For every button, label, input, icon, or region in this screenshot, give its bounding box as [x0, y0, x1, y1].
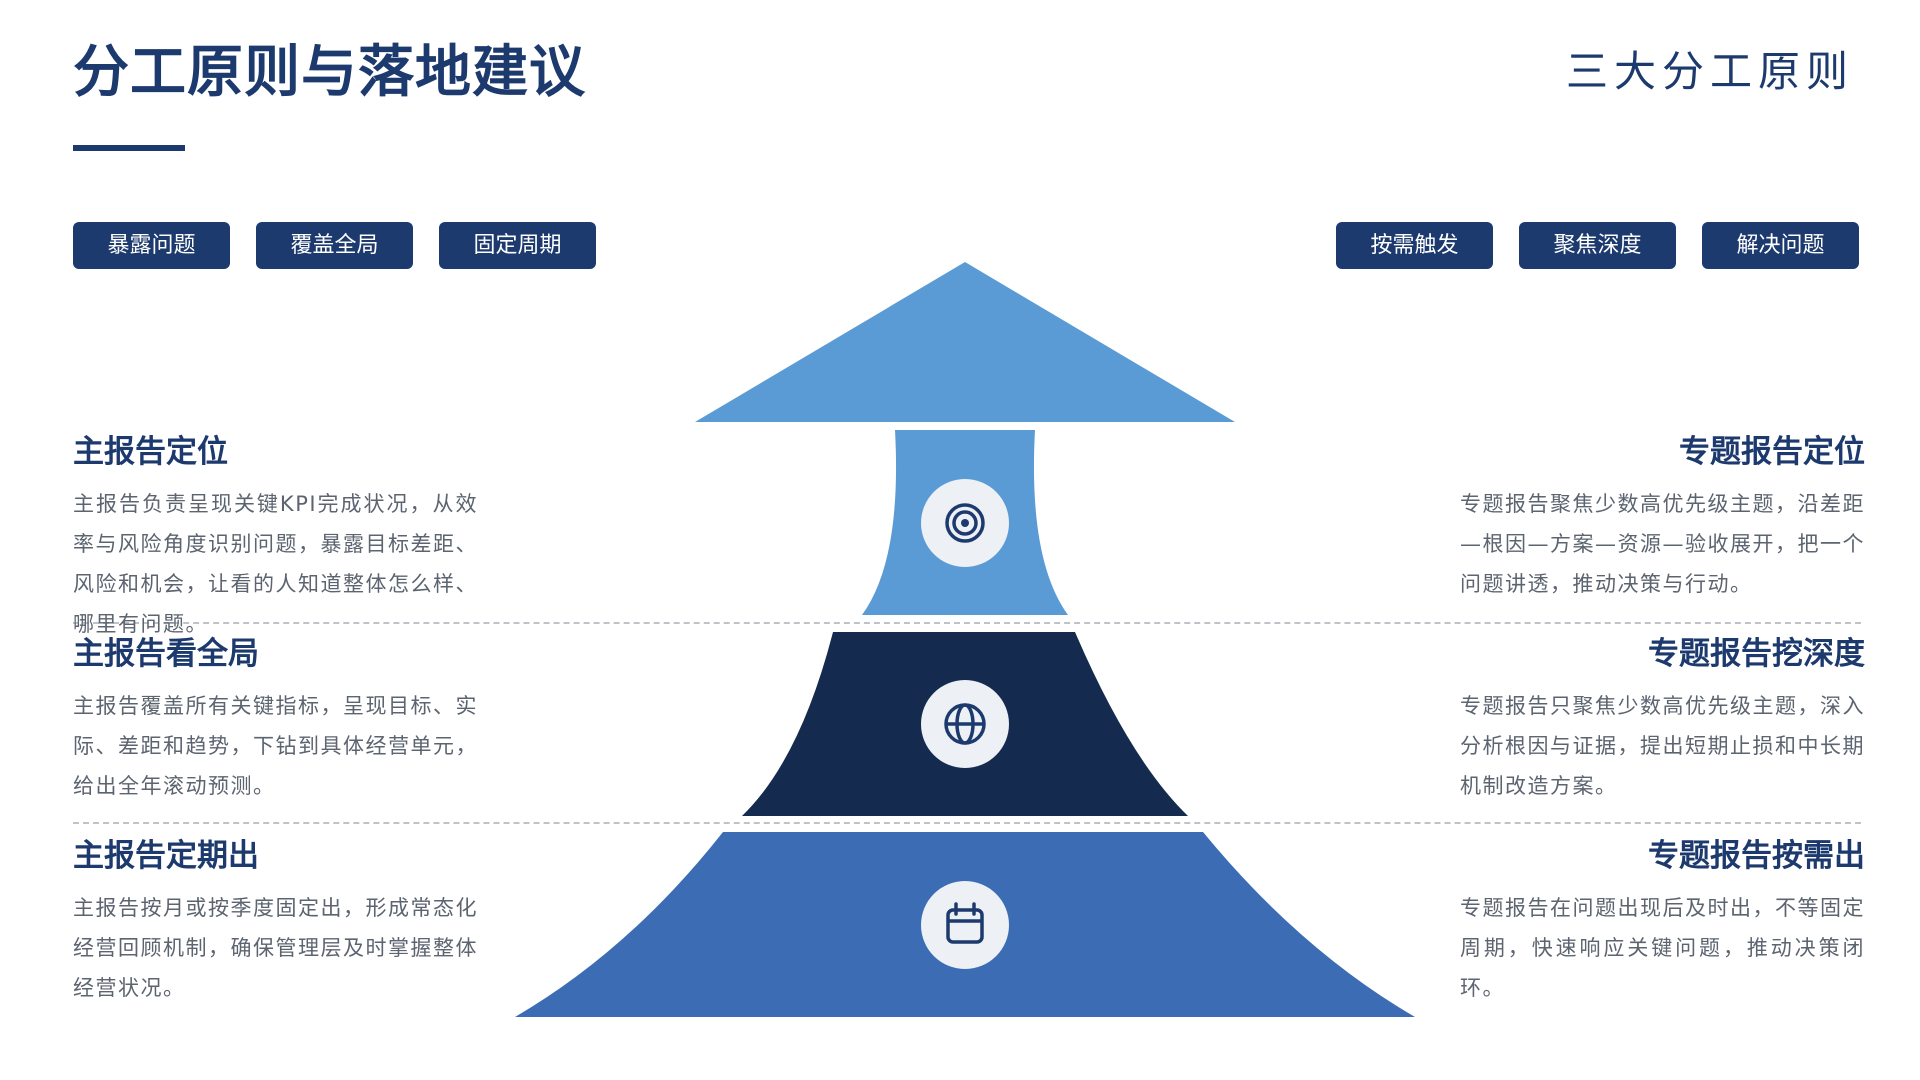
tag-solve-problems[interactable]: 解决问题: [1702, 222, 1859, 269]
left-section-3-title: 主报告定期出: [73, 838, 259, 874]
left-section-1-title: 主报告定位: [73, 434, 228, 470]
tag-fixed-cycle[interactable]: 固定周期: [439, 222, 596, 269]
title-underline: [73, 145, 185, 151]
calendar-icon: [921, 881, 1009, 969]
tag-on-demand[interactable]: 按需触发: [1336, 222, 1493, 269]
tag-expose-issues[interactable]: 暴露问题: [73, 222, 230, 269]
right-section-3-text: 专题报告在问题出现后及时出，不等固定周期，快速响应关键问题，推动决策闭环。: [1460, 896, 1865, 1000]
left-section-3-text: 主报告按月或按季度固定出，形成常态化经营回顾机制，确保管理层及时掌握整体经营状况…: [73, 896, 478, 1000]
right-section-1-text: 专题报告聚焦少数高优先级主题，沿差距—根因—方案—资源—验收展开，把一个问题讲透…: [1460, 492, 1865, 596]
page-title: 分工原则与落地建议: [73, 40, 586, 105]
globe-icon: [921, 680, 1009, 768]
tag-cover-overall[interactable]: 覆盖全局: [256, 222, 413, 269]
left-section-2-text: 主报告覆盖所有关键指标，呈现目标、实际、差距和趋势，下钻到具体经营单元，给出全年…: [73, 694, 478, 798]
right-section-2-text: 专题报告只聚焦少数高优先级主题，深入分析根因与证据，提出短期止损和中长期机制改造…: [1460, 694, 1865, 798]
section-divider: [73, 822, 1861, 824]
right-section-1-title: 专题报告定位: [1679, 434, 1865, 470]
right-section-3-title: 专题报告按需出: [1648, 838, 1865, 874]
left-section-1-text: 主报告负责呈现关键KPI完成状况，从效率与风险角度识别问题，暴露目标差距、风险和…: [73, 492, 478, 636]
target-icon: [921, 479, 1009, 567]
right-section-2-title: 专题报告挖深度: [1648, 636, 1865, 672]
section-divider: [73, 622, 1861, 624]
pyramid-top-triangle: [695, 262, 1235, 422]
tag-focus-depth[interactable]: 聚焦深度: [1519, 222, 1676, 269]
page-subtitle: 三大分工原则: [1565, 47, 1854, 96]
left-section-2-title: 主报告看全局: [73, 636, 259, 672]
